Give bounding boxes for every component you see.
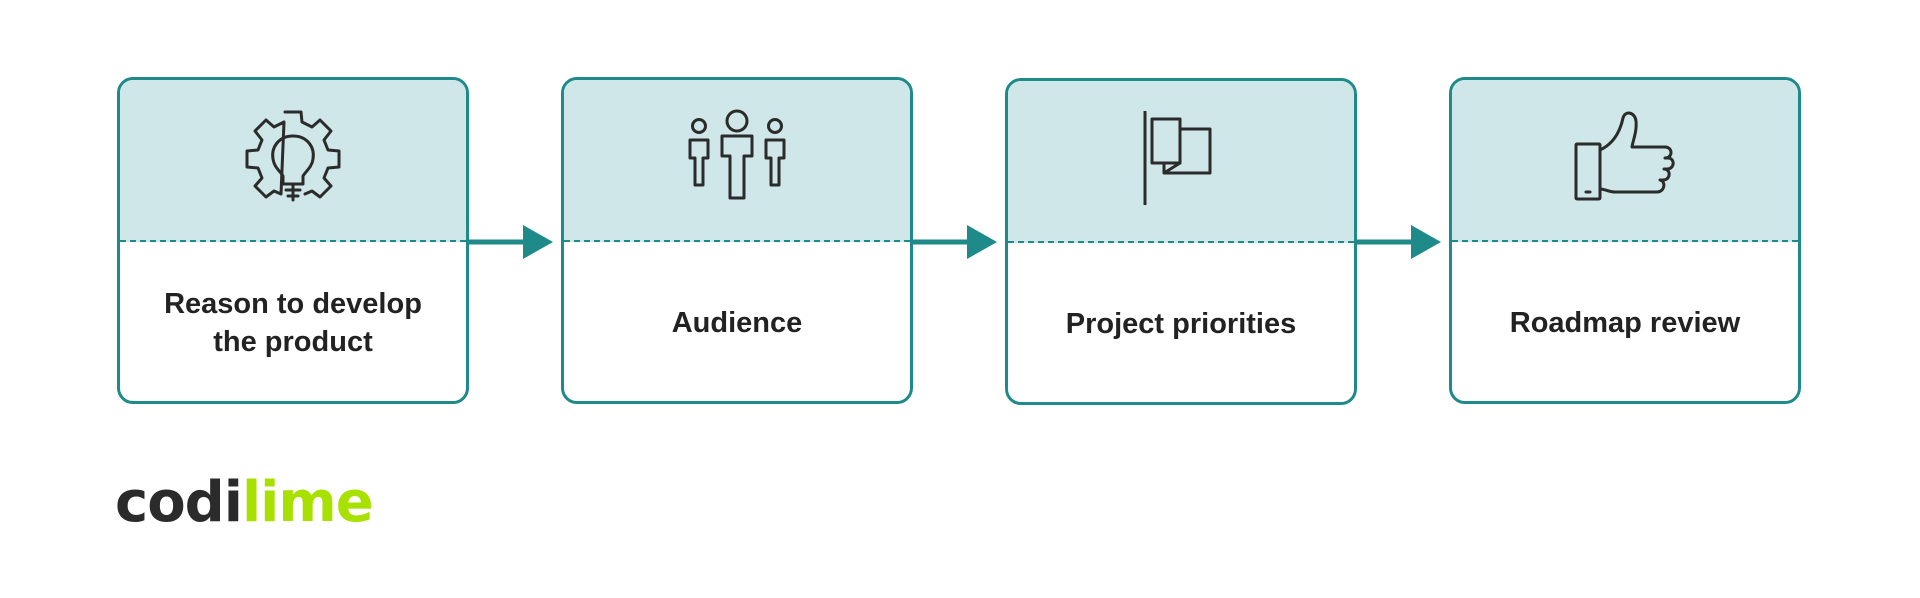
step-card-header xyxy=(120,80,466,242)
gear-lightbulb-icon xyxy=(233,104,353,214)
flow-arrow-1 xyxy=(469,222,553,262)
step-card-3: Project priorities xyxy=(1005,78,1357,405)
logo-part-codi: codi xyxy=(115,470,243,535)
step-card-1: Reason to develop the product xyxy=(117,77,469,404)
step-card-header xyxy=(1452,80,1798,242)
flow-arrow-3 xyxy=(1357,222,1441,262)
step-card-4: Roadmap review xyxy=(1449,77,1801,404)
step-card-2: Audience xyxy=(561,77,913,404)
step-label: Project priorities xyxy=(1065,308,1297,340)
step-label: Audience xyxy=(671,307,803,339)
step-card-header xyxy=(564,80,910,242)
step-label: Reason to develop the product xyxy=(164,288,422,358)
step-label: Roadmap review xyxy=(1509,307,1741,339)
flag-icon xyxy=(1121,105,1241,215)
logo-part-lime: lime xyxy=(241,470,374,535)
people-icon xyxy=(677,104,797,214)
thumbs-up-icon xyxy=(1565,104,1685,214)
flow-arrow-2 xyxy=(913,222,997,262)
codilime-logo: codilime xyxy=(115,470,374,535)
